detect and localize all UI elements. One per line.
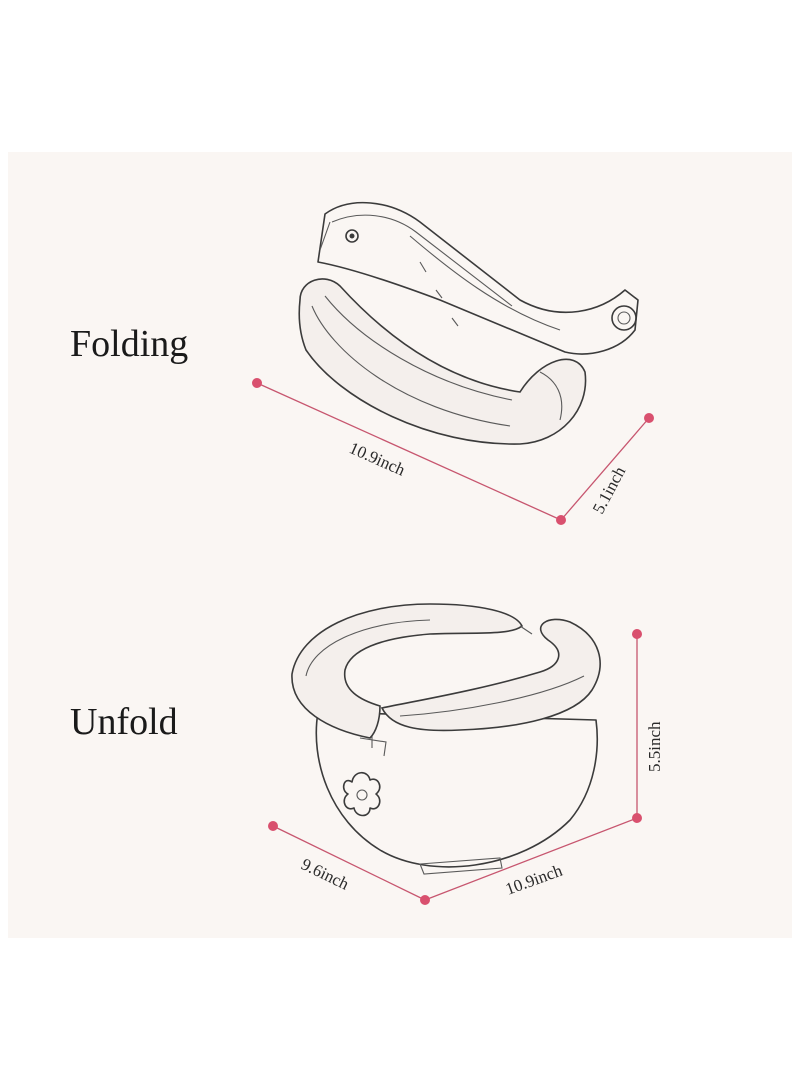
dimension-point xyxy=(252,378,262,388)
folded-potty-illustration xyxy=(298,201,639,445)
unfold-label: Unfold xyxy=(70,701,178,743)
unfold-view: Unfold 5.5inc xyxy=(70,603,664,905)
unfold-height-value: 5.5inch xyxy=(645,721,664,772)
dimension-point xyxy=(556,515,566,525)
folding-label: Folding xyxy=(70,323,188,365)
dimension-point xyxy=(632,813,642,823)
folding-view: Folding 10.9i xyxy=(70,201,654,525)
dimension-point xyxy=(420,895,430,905)
folding-depth-line xyxy=(560,417,650,521)
diagram-background xyxy=(8,152,792,938)
dimension-point xyxy=(644,413,654,423)
folding-length-line xyxy=(256,382,562,521)
unfold-depth-line xyxy=(272,825,426,901)
dimension-point xyxy=(632,629,642,639)
unfold-width-line xyxy=(424,817,638,901)
unfolded-potty-illustration xyxy=(291,603,601,875)
dimension-point xyxy=(268,821,278,831)
